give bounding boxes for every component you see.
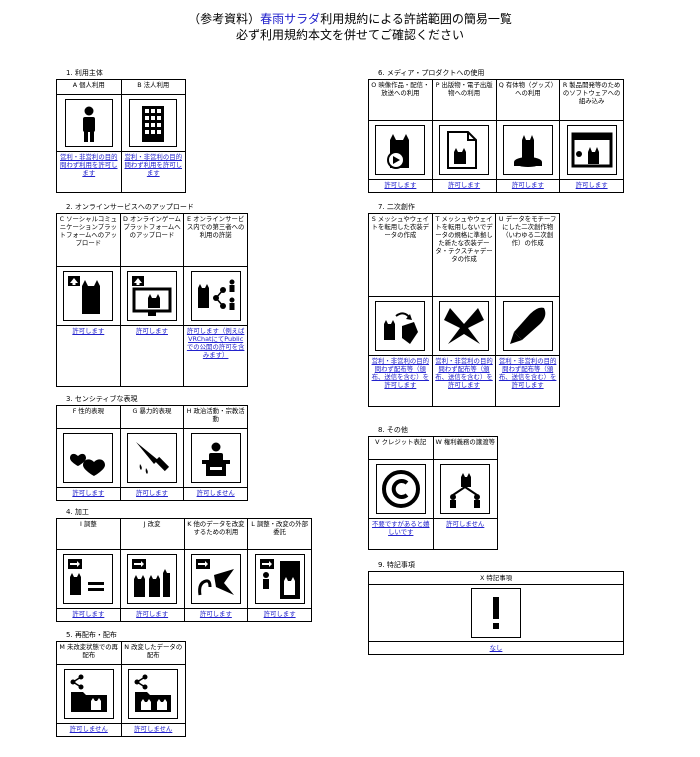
table-media-products: O 映像作品・配信・放送への利用 P 出版物・電子出版物への利用 Q 有体物（グ… xyxy=(368,79,624,193)
section-title-processing: 4. 加工 xyxy=(66,508,89,516)
item-label: S メッシュやウェイトを転用した衣装データの作成 xyxy=(368,213,433,297)
table-processing: I 調整 J 改変 K 他のデータを改変するための利用 L 調整・改変の外部委託 xyxy=(56,518,312,622)
document-subtitle: 必ず利用規約本文を併せてご確認ください xyxy=(235,28,464,42)
podium-icon xyxy=(190,433,241,483)
item-result: 許可します xyxy=(559,179,624,193)
mesh-convert-icon xyxy=(375,301,426,351)
item-result: 許可しません xyxy=(183,487,248,501)
item-result: 営利・非営利の目的問わず配布等（頒布、送信を含む）を許可します xyxy=(368,355,433,407)
document-title: （参考資料）春雨サラダ利用規約による許諾範囲の簡易一覧 xyxy=(0,12,700,27)
table-online-upload: C ソーシャルコミュニケーションプラットフォームへのアップロード D オンライン… xyxy=(56,213,248,387)
table-derivative: S メッシュやウェイトを転用した衣装データの作成 T メッシュやウェイトを転用し… xyxy=(368,213,560,407)
table-redistribution: M 未改変状態での再配布 N 改変したデータの配布 許可しません 許可しません xyxy=(56,641,186,737)
section-title-sensitive: 3. センシティブな表現 xyxy=(66,395,138,403)
item-result: 許可します xyxy=(183,608,249,622)
modify-other-data-icon xyxy=(190,554,241,604)
item-label: A 個人利用 xyxy=(56,79,122,95)
item-result: 営利・非営利の目的問わず配布等（頒布、送信を含む）を許可します xyxy=(495,355,560,407)
item-result: 許可します xyxy=(56,325,121,387)
item-label: F 性的表現 xyxy=(56,405,121,429)
item-result: 営利・非営利の目的問わず配布等（頒布、送信を含む）を許可します xyxy=(431,355,497,407)
copyright-icon xyxy=(375,464,426,514)
hearts-icon xyxy=(63,433,114,483)
item-result: 営利・非営利の目的問わず利用を許可します xyxy=(120,151,186,193)
item-label: V クレジット表記 xyxy=(368,436,434,460)
item-label: C ソーシャルコミュニケーションプラットフォームへのアップロード xyxy=(56,213,121,267)
item-result: 許可します xyxy=(368,179,433,193)
item-label: U データをモチーフにした二次創作物（いわゆる二次創作）の作成 xyxy=(495,213,560,297)
item-result: 許可しません xyxy=(432,518,498,550)
brand-name: 春雨サラダ xyxy=(260,12,321,26)
goods-cat-icon xyxy=(502,125,553,175)
modify-cats-icon xyxy=(127,554,178,604)
pen-nib-icon xyxy=(502,301,553,351)
new-outfit-icon xyxy=(438,301,489,351)
section-title-redistribution: 5. 再配布・配布 xyxy=(66,631,117,639)
transfer-people-icon xyxy=(440,464,491,514)
item-result: 許可します xyxy=(119,487,185,501)
section-title-online-upload: 2. オンラインサービスへのアップロード xyxy=(66,203,194,211)
person-icon xyxy=(64,99,113,147)
item-label: E オンラインサービス内での第三者への利用の許諾 xyxy=(183,213,248,267)
outsource-icon xyxy=(254,554,305,604)
publication-cat-icon xyxy=(439,125,490,175)
share-folder-icon xyxy=(63,669,114,719)
knife-icon xyxy=(126,433,177,483)
adjust-equal-icon xyxy=(63,554,114,604)
table-special-notes: X 特記事項 なし xyxy=(368,571,624,655)
item-label: N 改変したデータの配布 xyxy=(120,641,186,665)
item-label: Q 有体物（グッズ）への利用 xyxy=(495,79,561,121)
item-label: D オンラインゲームプラットフォームへのアップロード xyxy=(119,213,185,267)
item-label: X 特記事項 xyxy=(368,571,624,585)
item-result: 許可します xyxy=(119,325,185,387)
item-label: O 映像作品・配信・放送への利用 xyxy=(368,79,433,121)
item-result: 許可します（例えばVRChatにてPublicでの公開の許可を含みます） xyxy=(183,325,248,387)
item-label: T メッシュやウェイトを転用しないでデータの規格に準拠した新たな衣装データ・テク… xyxy=(431,213,497,297)
item-result: 許可します xyxy=(56,608,121,622)
table-other: V クレジット表記 W 権利義務の譲渡等 不要ですがあると嬉しいです 許可しませ… xyxy=(368,436,498,550)
title-suffix: 利用規約による許諾範囲の簡易一覧 xyxy=(320,12,512,26)
item-label: L 調整・改変の外部委託 xyxy=(247,518,312,550)
item-result: 許可します xyxy=(495,179,561,193)
table-sensitive: F 性的表現 G 暴力的表現 H 政治活動・宗教活動 許可します xyxy=(56,405,248,501)
upload-monitor-cat-icon xyxy=(126,271,177,321)
item-result: なし xyxy=(368,641,624,655)
item-result: 不要ですがあると嬉しいです xyxy=(368,518,434,550)
share-people-icon xyxy=(190,271,241,321)
video-cat-icon xyxy=(375,125,426,175)
section-title-derivative: 7. 二次創作 xyxy=(378,203,415,211)
item-result: 許可します xyxy=(56,487,121,501)
item-label: K 他のデータを改変するための利用 xyxy=(183,518,249,550)
upload-cat-icon xyxy=(63,271,114,321)
table-usage-subject: A 個人利用 B 法人利用 営利・非営利の目的問わず利用を許可します xyxy=(56,79,186,193)
exclamation-icon xyxy=(471,588,521,638)
item-result: 許可します xyxy=(119,608,185,622)
item-result: 許可しません xyxy=(120,723,186,737)
item-label: R 製品開発等のためのソフトウェアへの組み込み xyxy=(559,79,624,121)
item-label: G 暴力的表現 xyxy=(119,405,185,429)
section-title-media-products: 6. メディア・プロダクトへの使用 xyxy=(378,69,485,77)
item-result: 許可します xyxy=(247,608,312,622)
item-label: M 未改変状態での再配布 xyxy=(56,641,122,665)
share-folder-modified-icon xyxy=(128,669,179,719)
item-result: 許可します xyxy=(431,179,497,193)
item-label: B 法人利用 xyxy=(120,79,186,95)
item-label: W 権利義務の譲渡等 xyxy=(432,436,498,460)
item-label: P 出版物・電子出版物への利用 xyxy=(431,79,497,121)
building-icon xyxy=(129,99,178,147)
title-prefix: （参考資料） xyxy=(188,12,261,26)
software-window-icon xyxy=(566,125,617,175)
section-title-special-notes: 9. 特記事項 xyxy=(378,561,415,569)
item-label: I 調整 xyxy=(56,518,121,550)
item-label: H 政治活動・宗教活動 xyxy=(183,405,248,429)
section-title-usage-subject: 1. 利用主体 xyxy=(66,69,103,77)
item-result: 許可しません xyxy=(56,723,122,737)
section-title-other: 8. その他 xyxy=(378,426,408,434)
item-result: 営利・非営利の目的問わず利用を許可します xyxy=(56,151,122,193)
item-label: J 改変 xyxy=(119,518,185,550)
